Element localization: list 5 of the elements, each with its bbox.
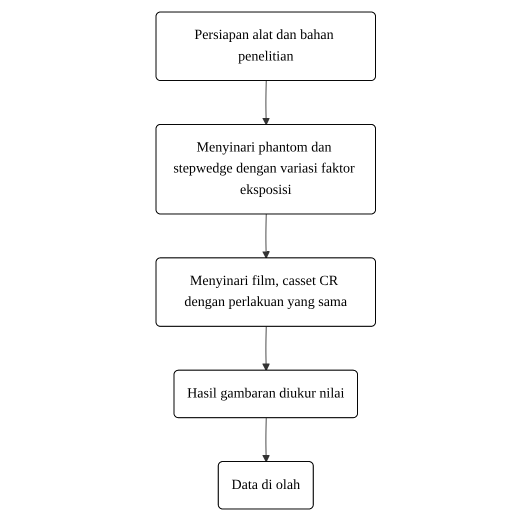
- arrow: [262, 214, 270, 259]
- flowchart-drawing: Persiapan alat dan bahan penelitian Menyinari phantom dan stepwedge dengan variasi faktor eksposisi Menyinari film, casset CR dengan perlakuan yang sama Hasil gambaran diukur nilai Data di olah: [148, 5, 382, 516]
- arrow: [262, 326, 270, 372]
- arrow: [262, 80, 270, 126]
- arrow: [262, 418, 270, 462]
